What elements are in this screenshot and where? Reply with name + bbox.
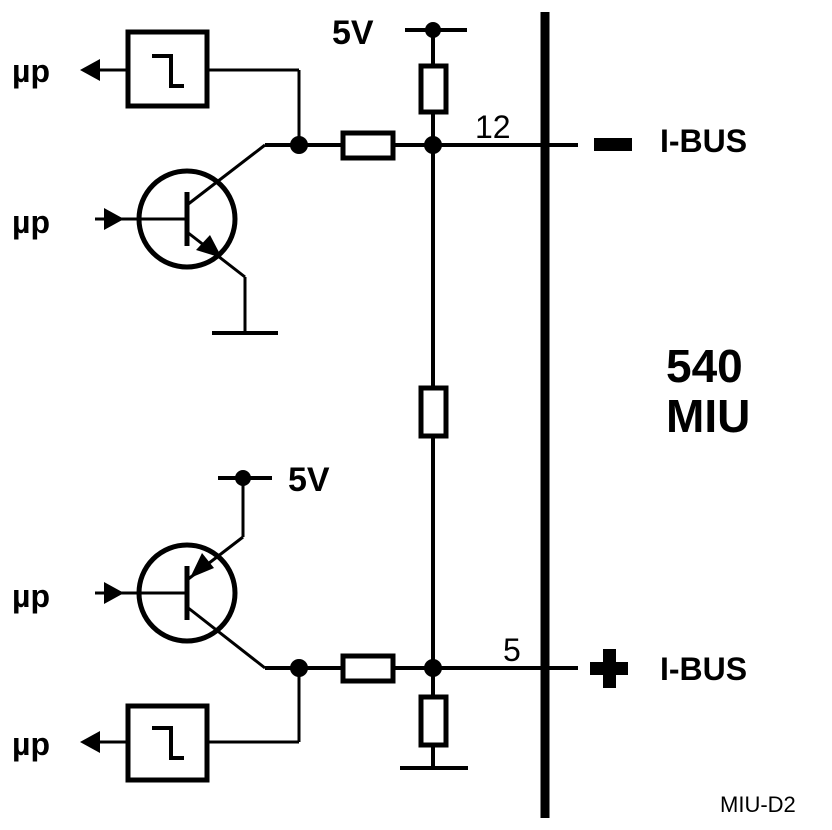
- arrow-left-lower-box-icon: [80, 731, 100, 753]
- lower-node-right: [424, 659, 442, 677]
- pulse-symbol-lower-icon: [152, 726, 184, 760]
- schmitt-trigger-lower-box: [125, 703, 210, 783]
- module-name-label: MIU: [666, 390, 750, 442]
- transistor-upper-collector: [186, 143, 266, 207]
- schmitt-trigger-upper-box: [125, 29, 210, 109]
- up-label-upper-base: µp: [12, 204, 50, 240]
- supply-top-node: [425, 22, 441, 38]
- minus-sign: [594, 138, 632, 151]
- pulldown-resistor-bottom: [418, 694, 449, 748]
- emitter-arrow-upper-icon: [196, 235, 222, 258]
- module-number-label: 540: [666, 340, 743, 392]
- ibus-minus-label: I-BUS: [660, 123, 747, 159]
- pin-12-label: 12: [475, 109, 511, 145]
- emitter-arrow-lower-icon: [190, 553, 214, 578]
- up-label-lower-output: µp: [12, 726, 50, 762]
- up-label-lower-base: µp: [12, 578, 50, 614]
- series-resistor-lower: [340, 653, 396, 684]
- transistor-lower-collector: [186, 605, 266, 670]
- series-resistor-upper: [340, 130, 396, 161]
- pulse-symbol-upper-icon: [152, 54, 184, 88]
- supply-top-label: 5V: [332, 14, 374, 52]
- figure-id-label: MIU-D2: [720, 792, 796, 817]
- plus-sign-vertical: [603, 649, 616, 688]
- divider-resistor-middle: [418, 385, 449, 439]
- arrow-right-upper-base-icon: [104, 208, 124, 230]
- arrow-left-upper-box-icon: [80, 59, 100, 81]
- ibus-plus-label: I-BUS: [660, 651, 747, 687]
- arrow-right-lower-base-icon: [104, 582, 124, 604]
- supply-lower-label: 5V: [288, 461, 330, 499]
- upper-node-right: [424, 136, 442, 154]
- pin-5-label: 5: [503, 632, 521, 668]
- pullup-resistor-top: [418, 63, 449, 115]
- up-label-upper-output: µp: [12, 53, 50, 89]
